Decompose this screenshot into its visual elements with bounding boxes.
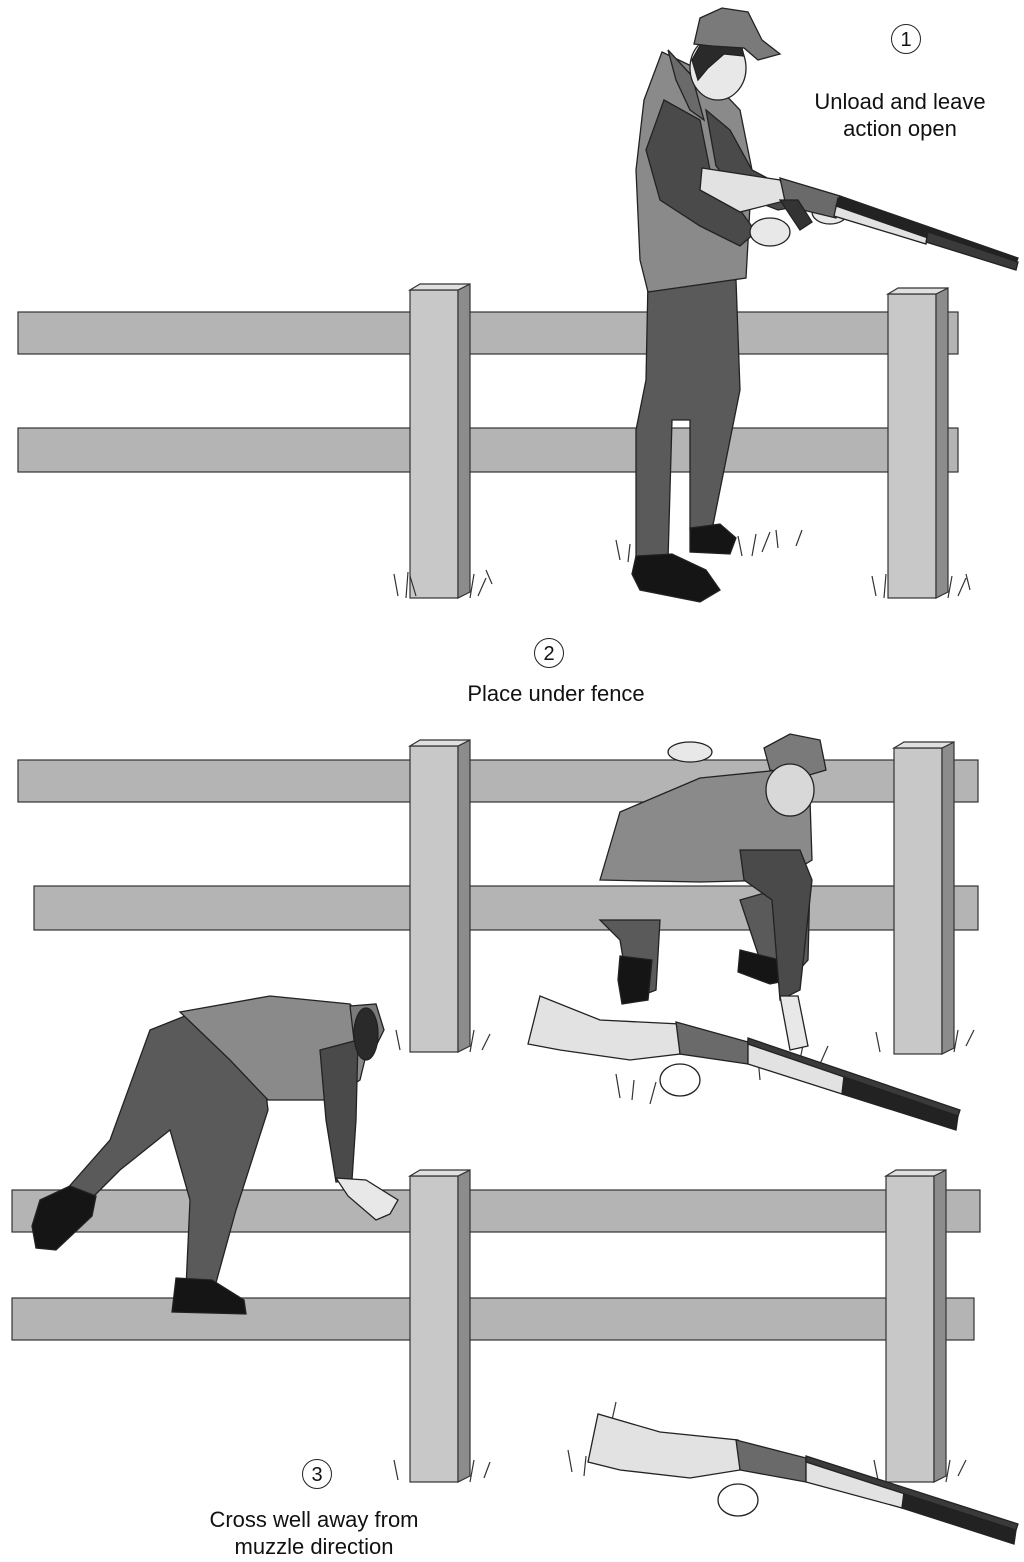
hand: [668, 742, 712, 762]
head: [354, 1008, 378, 1060]
boot: [632, 554, 720, 602]
step-2-caption: Place under fence: [396, 680, 716, 707]
rifle-stock: [588, 1414, 740, 1478]
fence-rail: [18, 428, 958, 472]
rifle-receiver: [736, 1440, 806, 1482]
fence-3: [12, 1170, 980, 1482]
hunter-climbing: [32, 996, 398, 1314]
fence-rail: [18, 760, 978, 802]
fence-rail: [34, 886, 978, 930]
fence-post: [886, 1170, 946, 1482]
rifle-on-ground: [588, 1414, 1018, 1544]
step-1-caption: Unload and leave action open: [780, 88, 1020, 142]
hand: [750, 218, 790, 246]
fence-post: [410, 1170, 470, 1482]
rifle-lever: [660, 1064, 700, 1096]
fence-post: [410, 740, 470, 1052]
boot: [690, 524, 736, 554]
hand: [780, 996, 808, 1050]
pants: [636, 280, 740, 560]
fence-rail: [18, 312, 958, 354]
shirt-arm: [320, 1040, 358, 1182]
step-1-caption-line: action open: [780, 115, 1020, 142]
step-3-caption: Cross well away from muzzle direction: [164, 1506, 464, 1560]
rifle-lever: [718, 1484, 758, 1516]
fence-rail: [12, 1190, 980, 1232]
step-2-caption-line: Place under fence: [396, 680, 716, 707]
fence-rail: [12, 1298, 974, 1340]
step-3-caption-line: muzzle direction: [164, 1533, 464, 1560]
step-1-number: 1: [891, 24, 921, 54]
step-2-number: 2: [534, 638, 564, 668]
fence-post: [888, 288, 948, 598]
fence-post: [410, 284, 470, 598]
step-3-caption-line: Cross well away from: [164, 1506, 464, 1533]
fence-post: [894, 742, 954, 1054]
boot: [618, 956, 652, 1004]
boot: [172, 1278, 246, 1314]
head: [766, 764, 814, 816]
step-1-caption-line: Unload and leave: [780, 88, 1020, 115]
fence-1: [18, 284, 970, 598]
step-3-number: 3: [302, 1459, 332, 1489]
rifle-receiver: [676, 1022, 748, 1064]
rifle-stock: [528, 996, 680, 1060]
